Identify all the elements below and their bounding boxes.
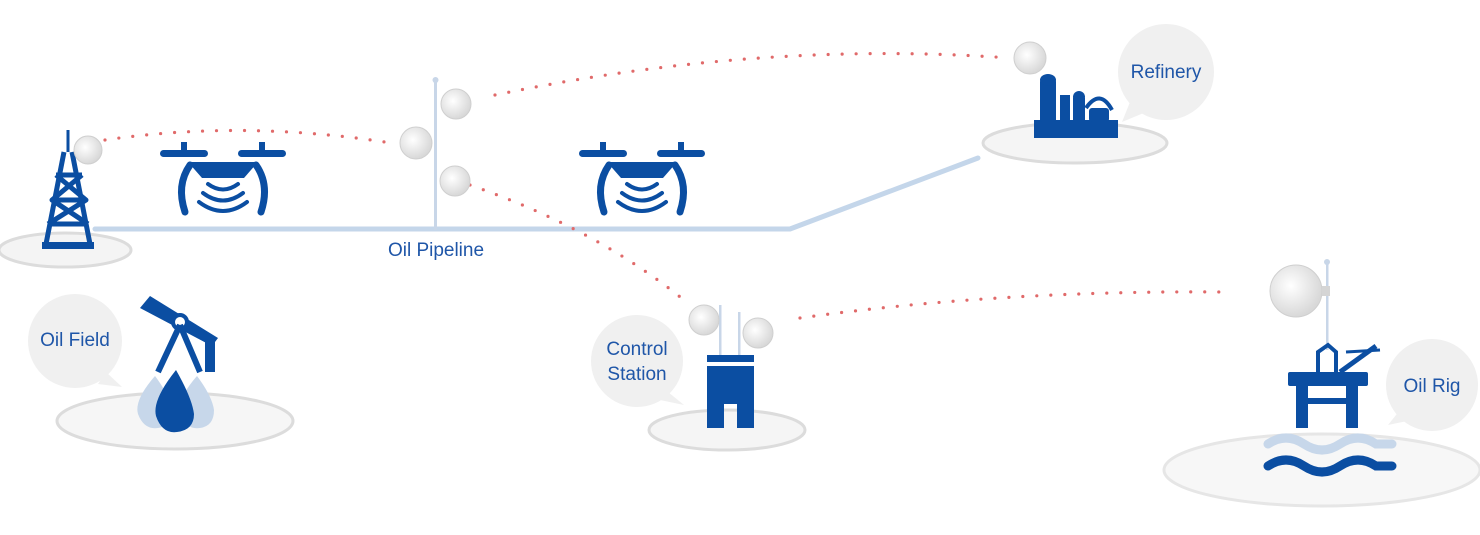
antenna-mast-icon	[432, 77, 439, 230]
control-station-label-line1: Control	[606, 339, 668, 360]
oil-rig-icon	[1263, 259, 1397, 477]
pump-jack-icon	[140, 296, 218, 374]
oil-pipeline	[92, 155, 981, 232]
oil-field-label: Oil Field	[40, 330, 110, 351]
control-station-icon	[707, 305, 754, 428]
control-station-label-line2: Station	[607, 364, 667, 385]
pipeline-label: Oil Pipeline	[387, 240, 485, 261]
oil-drops-icon	[137, 370, 214, 433]
oil-rig-label: Oil Rig	[1403, 376, 1461, 397]
label-bubbles	[28, 24, 1478, 431]
oil-derrick-icon	[42, 130, 94, 249]
drone-icon	[160, 142, 286, 216]
refinery-icon	[1034, 74, 1118, 138]
wireless-links	[103, 51, 1227, 320]
radio-dish-icon	[73, 41, 1330, 349]
drone-icon	[579, 142, 705, 216]
refinery-label: Refinery	[1130, 62, 1202, 83]
